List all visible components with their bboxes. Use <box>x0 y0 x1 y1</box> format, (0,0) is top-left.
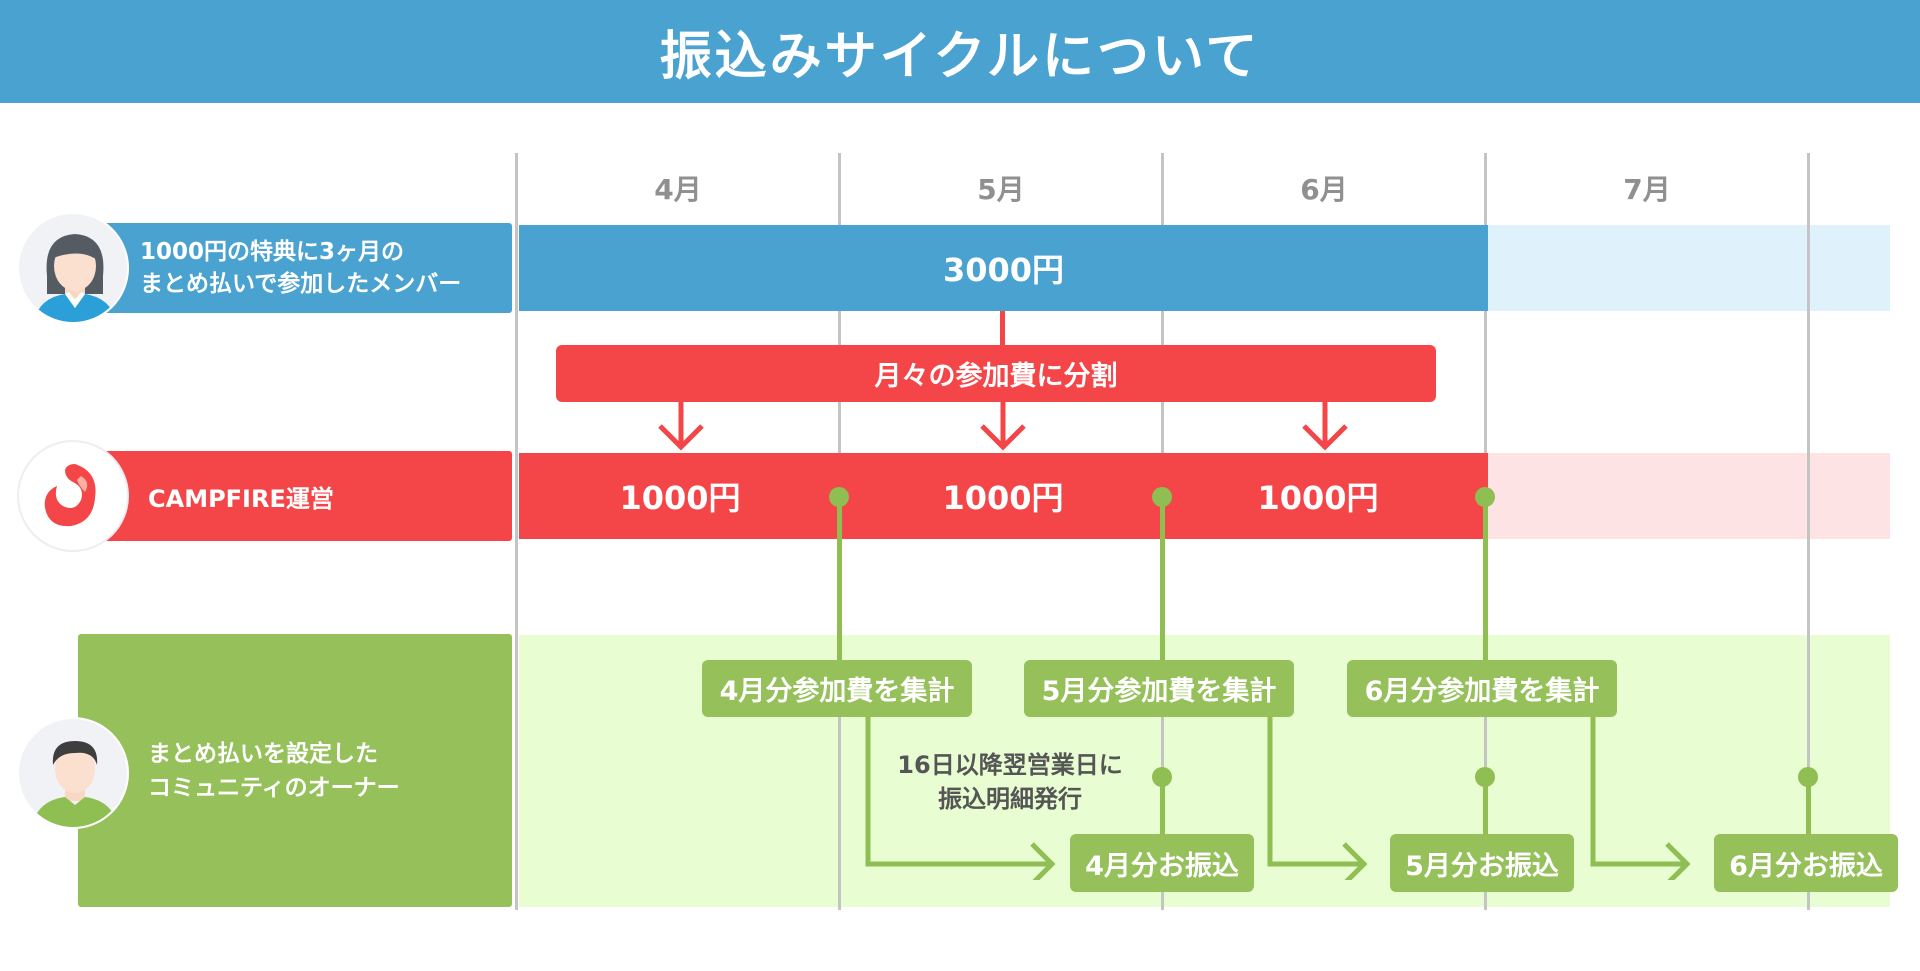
split-connector-line <box>1000 311 1005 346</box>
month-label-june: 6月 <box>1300 173 1348 206</box>
member-amount: 3000円 <box>942 251 1065 289</box>
month-label-april: 4月 <box>654 173 702 206</box>
transfer-drop-june <box>1806 776 1811 834</box>
tally-connector-june <box>1483 496 1488 660</box>
statement-note-line1: 16日以降翌営業日に <box>897 751 1123 779</box>
grid-line-1 <box>515 153 518 910</box>
grid-line-5 <box>1807 153 1810 910</box>
statement-note-line2: 振込明細発行 <box>938 785 1082 813</box>
arrow-down-icon <box>658 402 704 451</box>
owner-label-line2: コミュニティのオーナー <box>148 774 400 801</box>
campfire-logo-icon <box>17 440 129 552</box>
tally-connector-april <box>837 496 842 660</box>
campfire-label: CAMPFIRE運営 <box>104 451 512 541</box>
campfire-amount-april: 1000円 <box>619 479 741 517</box>
transfer-box-june: 6月分お振込 <box>1714 834 1898 892</box>
member-label: 1000円の特典に3ヶ月の まとめ払いで参加したメンバー <box>104 223 512 313</box>
tally-connector-may <box>1160 496 1165 660</box>
arrow-down-icon <box>1302 402 1348 451</box>
tally-box-may: 5月分参加費を集計 <box>1024 660 1294 717</box>
tally-box-april: 4月分参加費を集計 <box>702 660 972 717</box>
owner-label: まとめ払いを設定した コミュニティのオーナー <box>78 634 512 907</box>
transfer-box-april: 4月分お振込 <box>1070 834 1254 892</box>
owner-label-line1: まとめ払いを設定した <box>148 740 378 767</box>
tally-box-june: 6月分参加費を集計 <box>1347 660 1617 717</box>
member-label-line2: まとめ払いで参加したメンバー <box>140 271 462 297</box>
campfire-dot-april <box>829 487 849 507</box>
member-extension-bar <box>1488 225 1890 311</box>
statement-note: 16日以降翌営業日に 振込明細発行 <box>880 748 1140 816</box>
transfer-dot-april <box>1152 767 1172 787</box>
woman-avatar-icon <box>17 212 129 324</box>
transfer-connector-april <box>865 716 1056 880</box>
transfer-connector-may <box>1267 716 1368 880</box>
month-label-july: 7月 <box>1623 173 1671 206</box>
transfer-box-may: 5月分お振込 <box>1390 834 1574 892</box>
campfire-extension-bar <box>1488 453 1890 539</box>
split-bar: 月々の参加費に分割 <box>556 345 1436 402</box>
member-amount-bar: 3000円 <box>519 225 1488 311</box>
campfire-label-text: CAMPFIRE運営 <box>148 484 334 513</box>
transfer-dot-june <box>1798 767 1818 787</box>
man-avatar-icon <box>17 717 129 829</box>
month-label-may: 5月 <box>977 173 1025 206</box>
transfer-dot-may <box>1475 767 1495 787</box>
split-label: 月々の参加費に分割 <box>874 361 1118 392</box>
transfer-drop-may <box>1483 776 1488 834</box>
page-title: 振込みサイクルについて <box>0 0 1920 103</box>
campfire-amount-may: 1000円 <box>942 479 1064 517</box>
campfire-dot-june <box>1475 487 1495 507</box>
campfire-amount-june: 1000円 <box>1257 479 1379 517</box>
transfer-drop-april <box>1160 776 1165 834</box>
arrow-down-icon <box>980 402 1026 451</box>
transfer-connector-june <box>1590 716 1691 880</box>
member-label-line1: 1000円の特典に3ヶ月の <box>140 239 405 265</box>
campfire-bar <box>519 453 1488 539</box>
campfire-dot-may <box>1152 487 1172 507</box>
